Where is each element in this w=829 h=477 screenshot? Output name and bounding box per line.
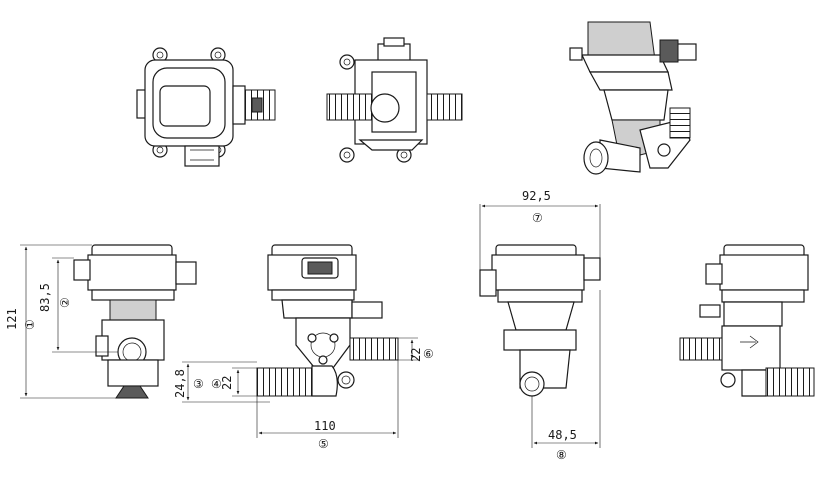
dim-92-5-value: 92,5 <box>522 189 551 203</box>
front-view-left <box>20 244 197 399</box>
dim-92-5-marker: ⑦ <box>532 211 543 225</box>
dim-48-5-marker: ⑧ <box>556 448 567 462</box>
dim-48-5-value: 48,5 <box>548 428 577 442</box>
dim-83-5-marker: ② <box>58 297 72 308</box>
dim-24-8-marker: ③ <box>193 377 204 391</box>
dim-22-right-marker: ⑥ <box>423 347 434 361</box>
dim-110-value: 110 <box>314 419 336 433</box>
top-side-view <box>326 37 463 163</box>
top-plan-view <box>136 47 276 167</box>
front-view-center-left <box>182 244 418 438</box>
dim-110-marker: ⑤ <box>318 437 329 451</box>
dim-121-value: 121 <box>5 308 19 330</box>
dim-121-marker: ① <box>23 319 37 330</box>
dim-22-right-value: 22 <box>409 348 423 362</box>
dim-24-8-value: 24,8 <box>173 369 187 398</box>
isometric-view <box>569 21 697 175</box>
front-view-center-right <box>479 204 601 448</box>
front-view-right <box>679 244 815 397</box>
dim-83-5-value: 83,5 <box>38 283 52 312</box>
dim-22-left-marker: ④ <box>211 377 222 391</box>
dim-22-left-value: 22 <box>220 376 234 390</box>
